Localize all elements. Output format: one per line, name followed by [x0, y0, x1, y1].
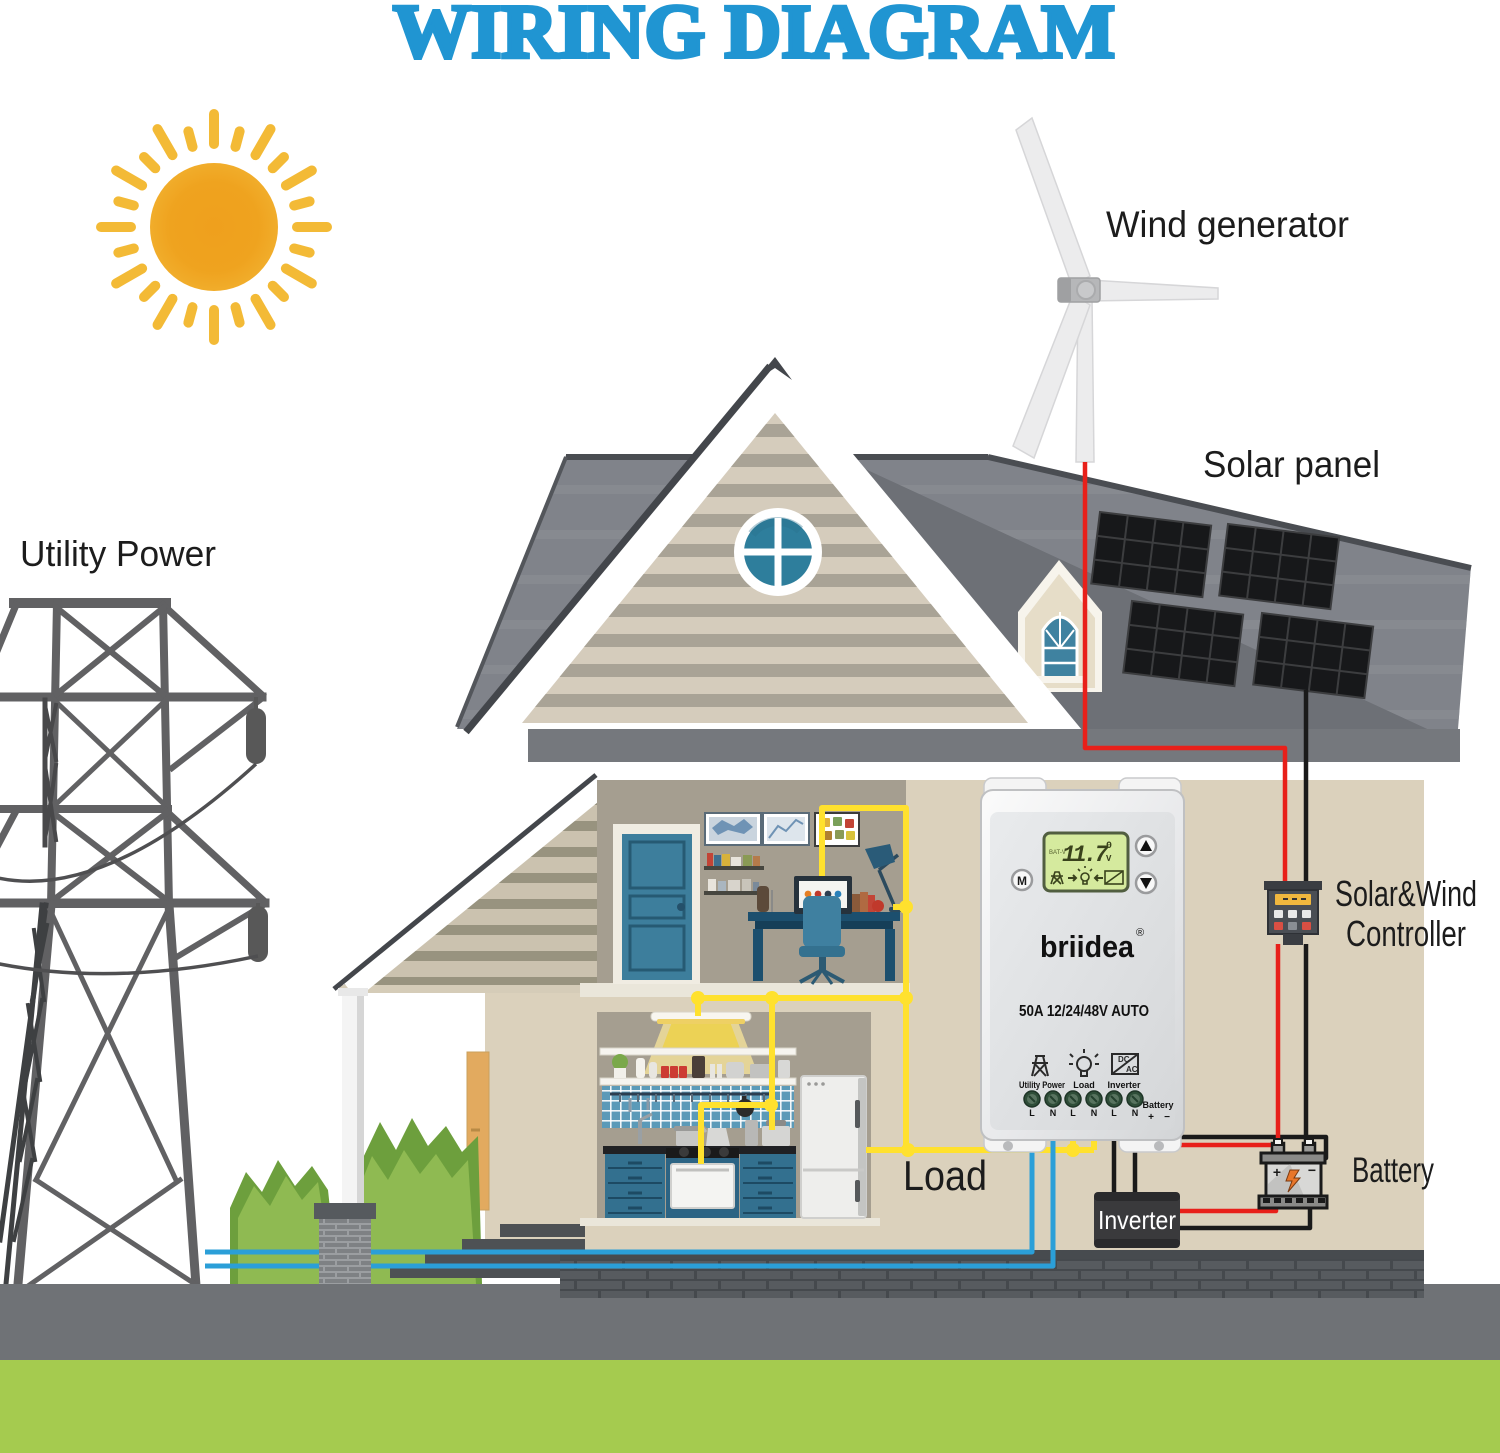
- svg-text:WIRING DIAGRAM: WIRING DIAGRAM: [393, 0, 1115, 74]
- svg-text:11.7: 11.7: [1062, 842, 1109, 868]
- svg-text:Utility Power: Utility Power: [20, 533, 216, 574]
- svg-text:briidea: briidea: [1040, 929, 1135, 964]
- svg-text:N: N: [1050, 1108, 1057, 1118]
- svg-text:L: L: [1111, 1108, 1117, 1118]
- svg-text:+: +: [1273, 1164, 1281, 1180]
- svg-text:DC: DC: [1118, 1055, 1130, 1064]
- svg-text:V: V: [1106, 854, 1112, 864]
- svg-text:+: +: [1148, 1112, 1154, 1123]
- svg-text:Load: Load: [903, 1152, 987, 1199]
- svg-text:Battery: Battery: [1352, 1151, 1434, 1190]
- svg-text:−: −: [1308, 1162, 1316, 1178]
- svg-text:BAT-V: BAT-V: [1049, 850, 1066, 856]
- svg-text:Solar panel: Solar panel: [1203, 444, 1380, 485]
- svg-text:M: M: [1017, 874, 1027, 888]
- svg-text:N: N: [1132, 1108, 1139, 1118]
- svg-text:®: ®: [1136, 927, 1144, 939]
- svg-text:Utility Power: Utility Power: [1019, 1080, 1065, 1090]
- svg-text:L: L: [1070, 1108, 1076, 1118]
- svg-text:Controller: Controller: [1346, 913, 1466, 954]
- svg-text:Inverter: Inverter: [1098, 1205, 1176, 1235]
- svg-text:N: N: [1091, 1108, 1098, 1118]
- svg-text:AC: AC: [1126, 1065, 1138, 1074]
- svg-text:Battery: Battery: [1142, 1100, 1173, 1110]
- svg-text:−: −: [1164, 1112, 1170, 1123]
- svg-text:Solar&Wind: Solar&Wind: [1335, 873, 1477, 914]
- svg-text:50A 12/24/48V AUTO: 50A 12/24/48V AUTO: [1019, 1003, 1149, 1020]
- svg-text:Wind generator: Wind generator: [1106, 204, 1349, 245]
- svg-text:Inverter: Inverter: [1107, 1080, 1141, 1090]
- svg-text:L: L: [1029, 1108, 1035, 1118]
- svg-text:Load: Load: [1073, 1080, 1095, 1090]
- svg-text:0: 0: [1106, 841, 1112, 852]
